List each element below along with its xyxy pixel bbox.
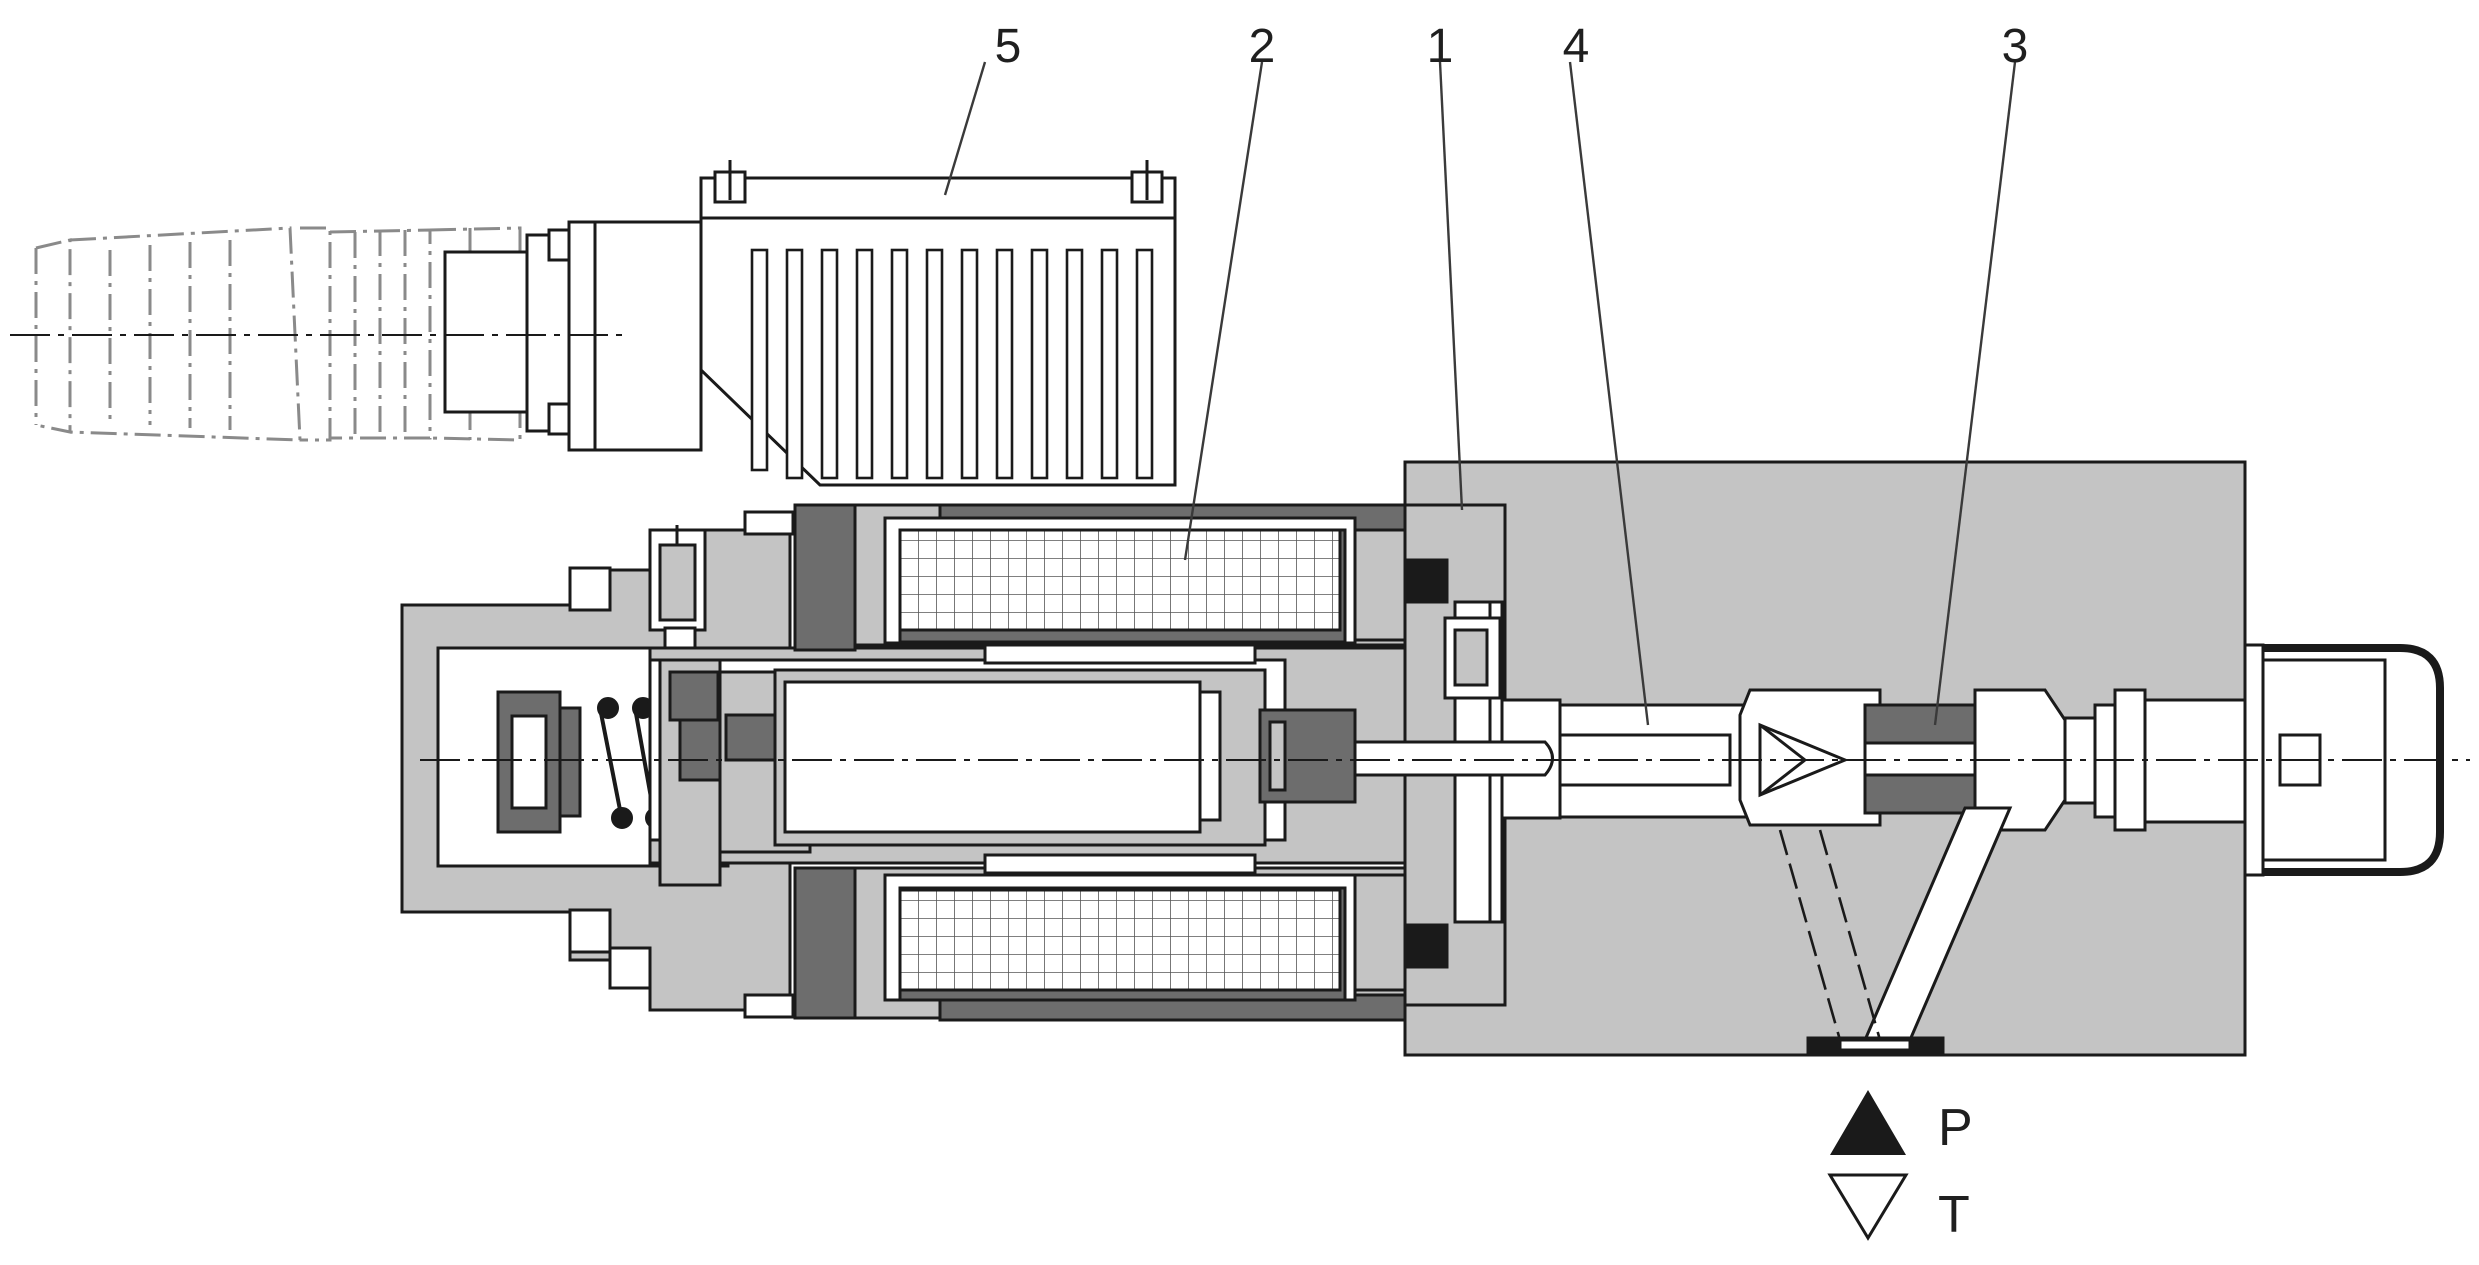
port-t-label: T (1938, 1186, 1970, 1244)
pilot-spool (1558, 688, 1882, 827)
armature (773, 668, 1357, 847)
centerlines (10, 334, 2470, 761)
callout-4: 4 (1563, 20, 1590, 73)
spring-seat (496, 690, 582, 834)
port-t-symbol-icon (1827, 1173, 1909, 1241)
callout-leaders (943, 61, 2017, 726)
end-plug (2093, 643, 2444, 877)
port-p-symbol-icon (1830, 1090, 1906, 1155)
callout-1: 1 (1427, 20, 1454, 73)
callout-3: 3 (2002, 20, 2029, 73)
port-face (1806, 1036, 1945, 1055)
port-p-label: P (1938, 1099, 1973, 1157)
solenoid-coil-upper (793, 503, 1407, 665)
solenoid-coil-lower (793, 853, 1407, 1022)
callout-2: 2 (1249, 20, 1276, 73)
coil-cap (699, 160, 1177, 487)
coil-cap-ribs (750, 248, 1154, 480)
callout-5: 5 (995, 20, 1022, 73)
passage-t (1778, 829, 1882, 1041)
